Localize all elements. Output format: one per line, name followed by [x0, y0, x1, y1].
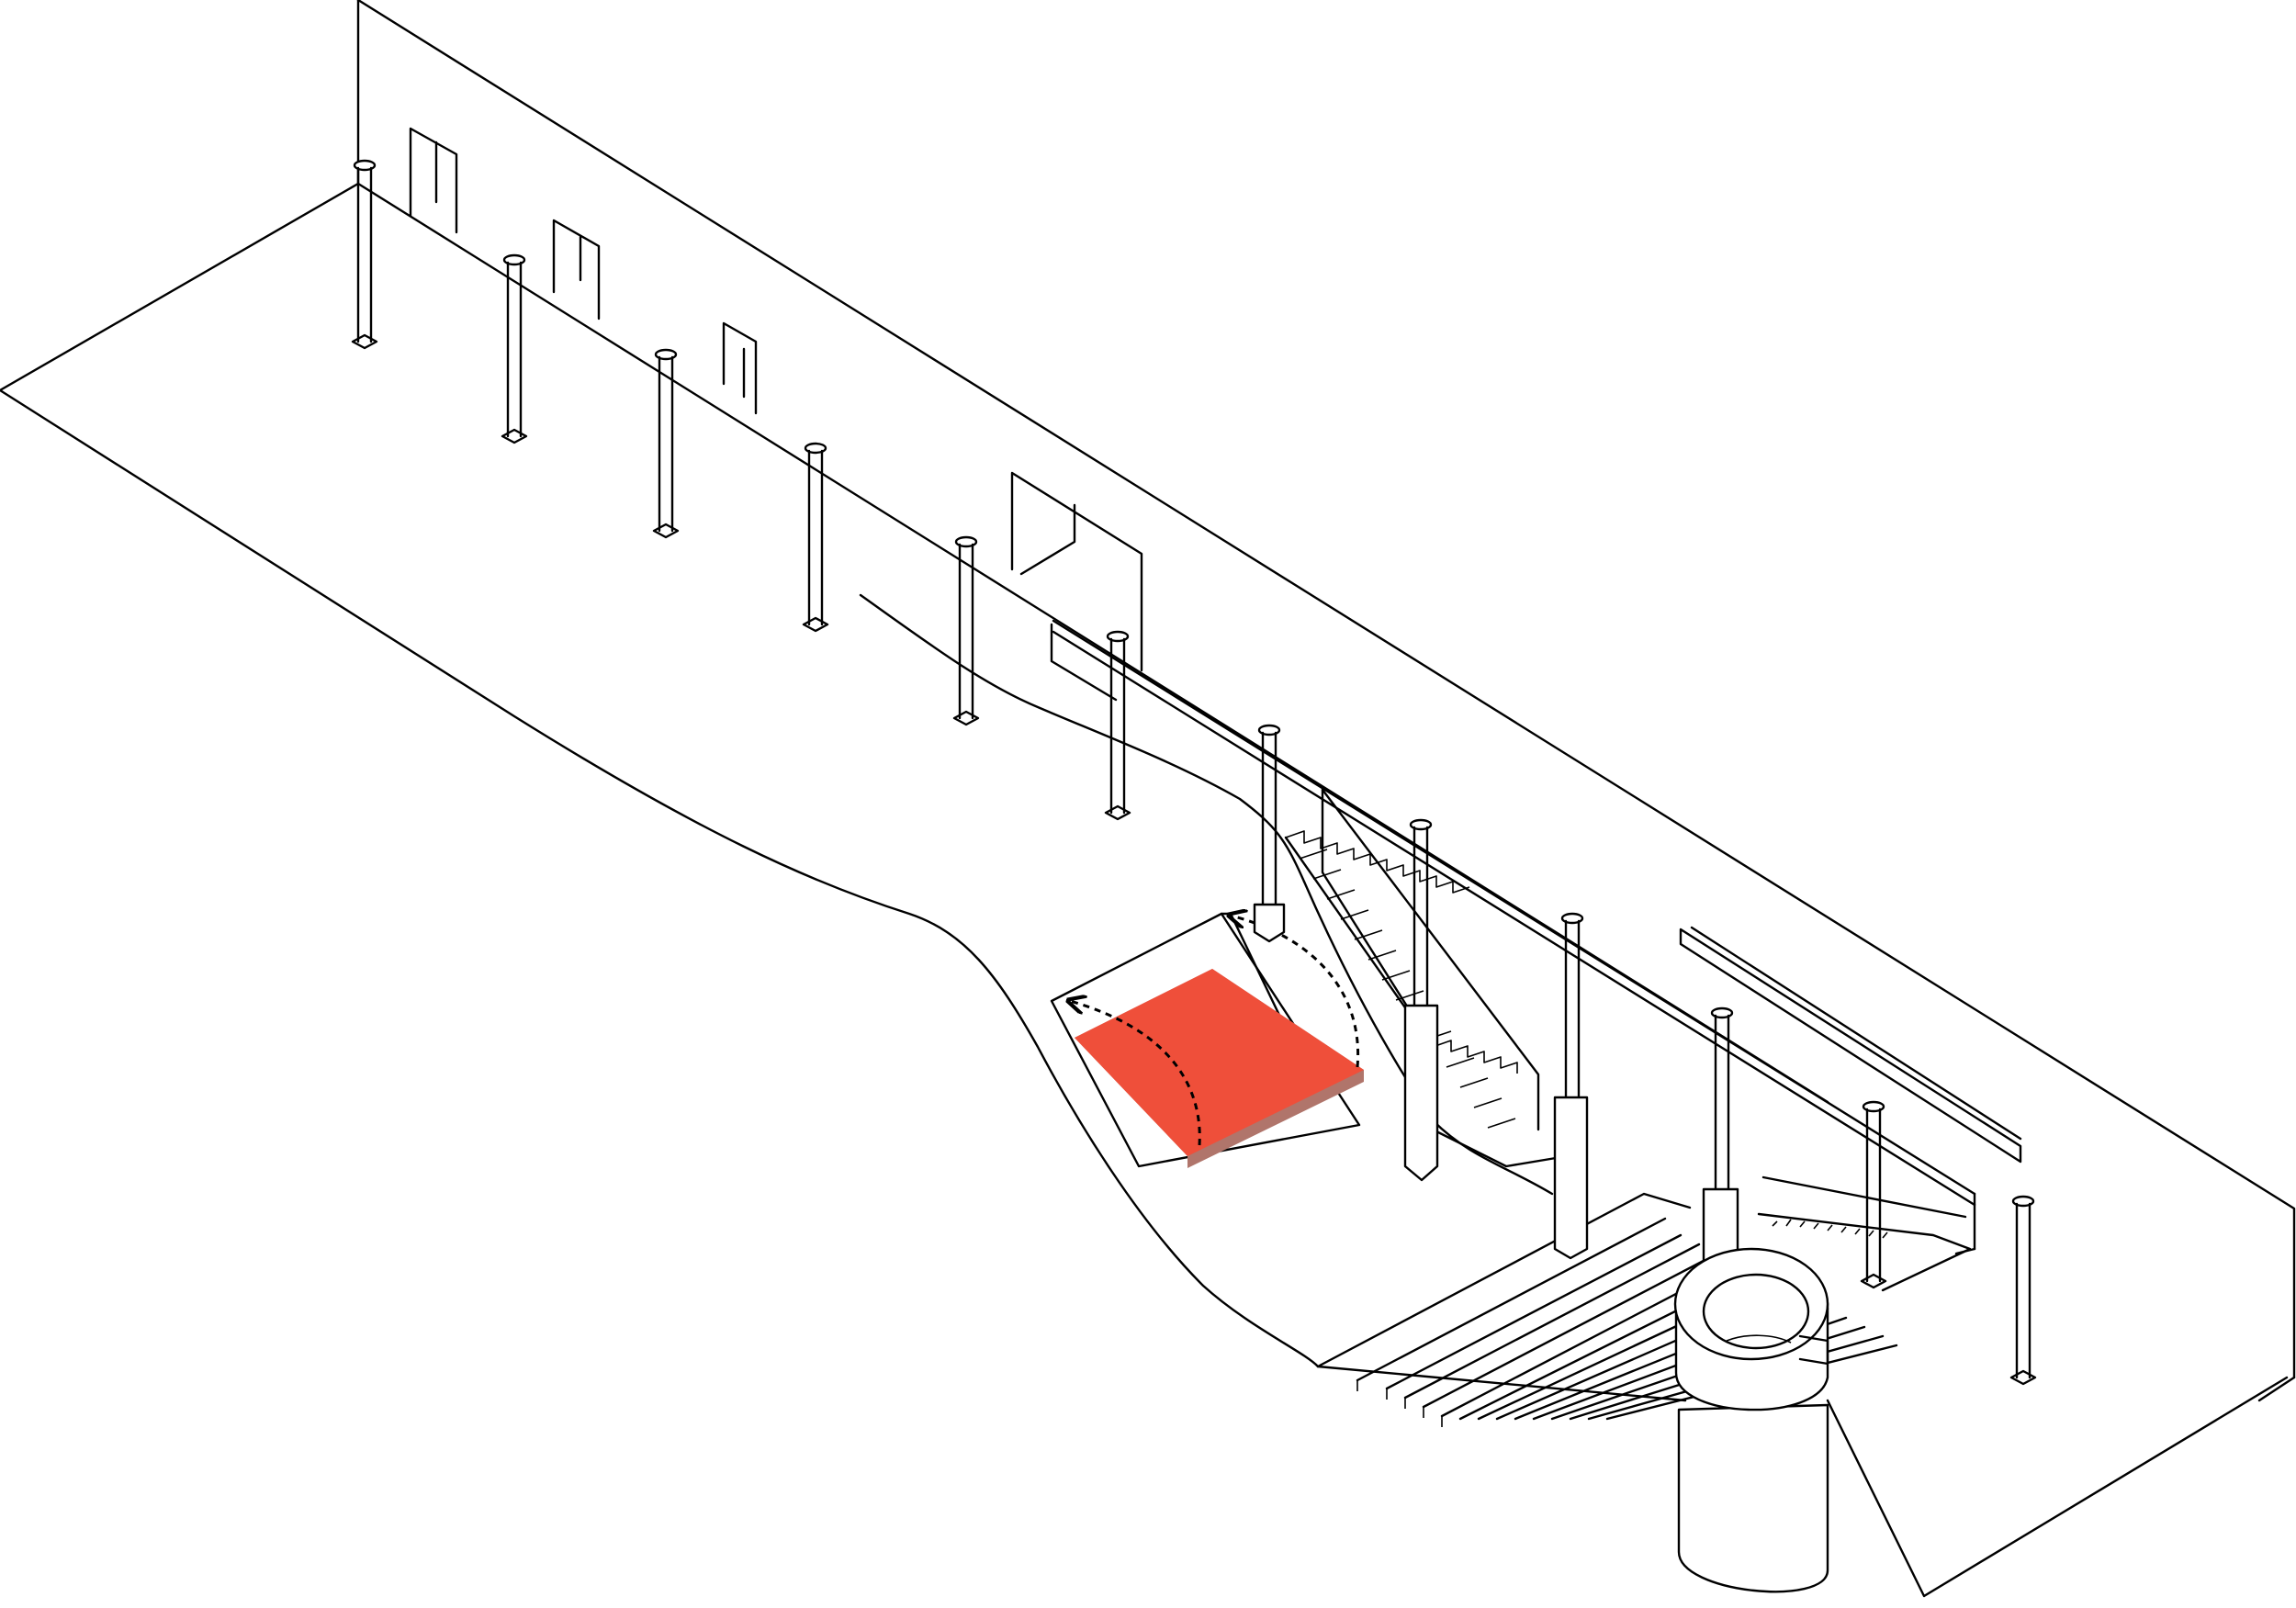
column [802, 442, 829, 633]
well-shaft [1677, 1403, 1829, 1593]
column-row [351, 159, 2037, 1386]
column [1860, 1100, 1887, 1289]
column [351, 159, 378, 350]
long-back-wall [356, 0, 2296, 1402]
column [1104, 630, 1131, 821]
column [1253, 724, 1286, 943]
red-panel [1075, 969, 1364, 1156]
wall-slot-window [1679, 926, 2022, 1164]
cylindrical-well [1673, 1247, 1829, 1593]
column [2009, 1195, 2037, 1386]
wall-openings [409, 127, 1143, 702]
tilting-floor-panel [1050, 912, 1364, 1168]
handrail [1052, 619, 1976, 1255]
column [1403, 818, 1439, 1182]
column [652, 348, 680, 539]
column [1553, 912, 1589, 1260]
well-inner-rim [1702, 1273, 1810, 1350]
sloped-ground-plane [0, 182, 2289, 1598]
lower-stepped-seating [1316, 1175, 1972, 1427]
column [952, 535, 980, 726]
column [501, 253, 528, 444]
